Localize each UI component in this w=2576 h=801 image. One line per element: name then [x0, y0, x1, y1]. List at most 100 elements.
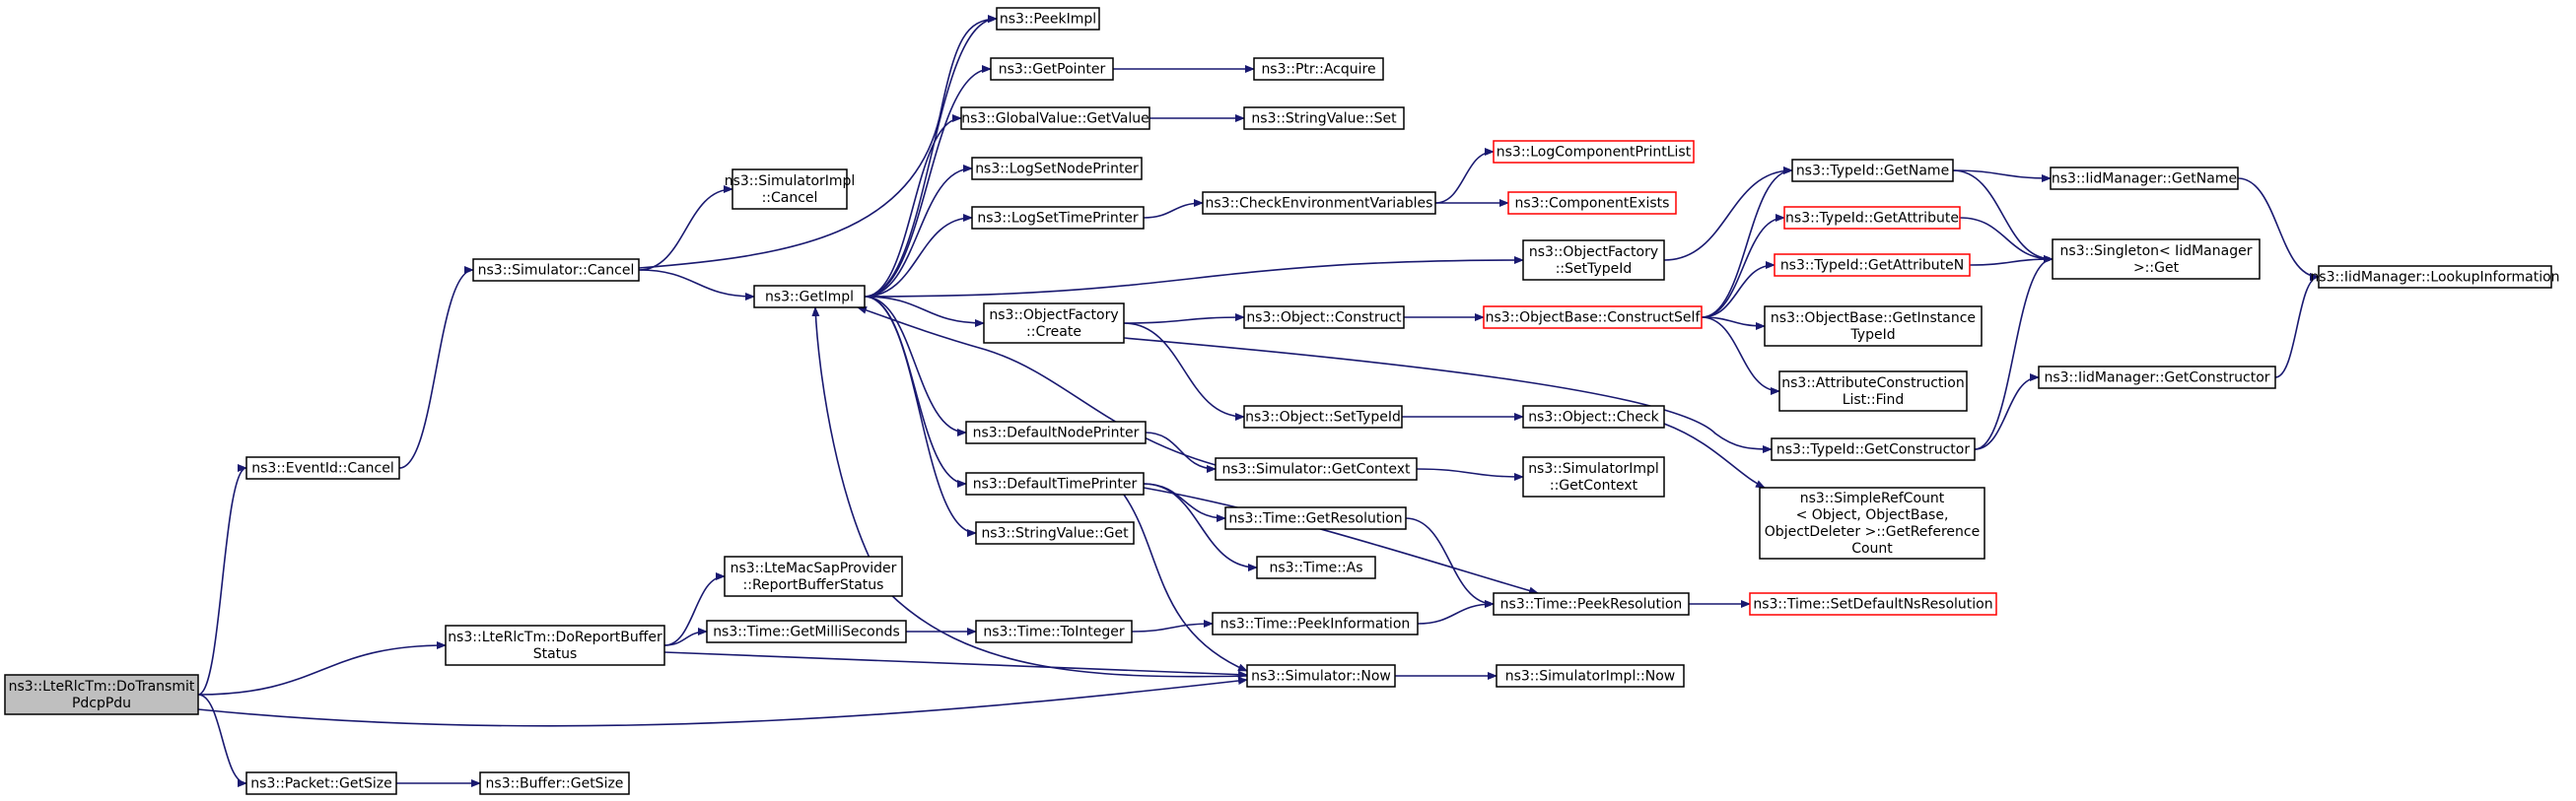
- node-simimpl-getcontext[interactable]: ns3::SimulatorImpl::GetContext: [1522, 456, 1665, 498]
- node-sv-set[interactable]: ns3::StringValue::Set: [1243, 106, 1405, 130]
- node-label: ns3::DefaultTimePrinter: [973, 477, 1138, 493]
- node-label: ns3::Buffer::GetSize: [486, 776, 624, 792]
- node-iidm-getconstructor[interactable]: ns3::IidManager::GetConstructor: [2038, 366, 2276, 389]
- node-iidm-lookupinfo[interactable]: ns3::IidManager::LookupInformation: [2310, 265, 2560, 289]
- node-getpointer[interactable]: ns3::GetPointer: [990, 57, 1114, 81]
- node-logcomp-printlist[interactable]: ns3::LogComponentPrintList: [1493, 140, 1695, 164]
- edge-deftimeprinter-to-time_getres: [1143, 483, 1226, 522]
- node-typeid-getname[interactable]: ns3::TypeId::GetName: [1791, 159, 1954, 182]
- node-sim-cancel[interactable]: ns3::Simulator::Cancel: [472, 258, 640, 282]
- edge-line: [1663, 423, 1766, 489]
- node-label: ns3::CheckEnvironmentVariables: [1206, 196, 1433, 212]
- edge-line: [2274, 273, 2320, 378]
- edge-getimpl-to-logtimeprinter: [864, 214, 973, 298]
- node-label: ns3::Time::SetDefaultNsResolution: [1753, 597, 1992, 613]
- node-label: ns3::ComponentExists: [1515, 196, 1670, 212]
- node-box: [724, 556, 903, 597]
- edge-dorbs-to-sim_now: [663, 651, 1248, 679]
- node-defnodeprinter[interactable]: ns3::DefaultNodePrinter: [965, 421, 1147, 444]
- edge-root-to-eventid_cancel: [197, 464, 247, 696]
- node-time-as[interactable]: ns3::Time::As: [1256, 556, 1376, 579]
- node-time-setdefns[interactable]: ns3::Time::SetDefaultNsResolution: [1749, 592, 1997, 616]
- node-typeid-getattrn[interactable]: ns3::TypeId::GetAttributeN: [1774, 253, 1971, 277]
- node-obj-settypeid[interactable]: ns3::Object::SetTypeId: [1243, 405, 1403, 429]
- edge-line: [1123, 322, 1245, 421]
- node-box: [1783, 206, 1961, 230]
- node-logtimeprinter[interactable]: ns3::LogSetTimePrinter: [971, 206, 1145, 230]
- node-sim-now[interactable]: ns3::Simulator::Now: [1246, 664, 1396, 688]
- node-box: [1771, 437, 1976, 461]
- edge-line: [864, 256, 1524, 298]
- node-simimpl-cancel[interactable]: ns3::SimulatorImpl::Cancel: [725, 168, 856, 210]
- node-lognodeprinter[interactable]: ns3::LogSetNodePrinter: [971, 157, 1143, 180]
- node-typeid-getattr[interactable]: ns3::TypeId::GetAttribute: [1783, 206, 1961, 230]
- node-label: ns3::EventId::Cancel: [251, 461, 394, 477]
- node-gv-getvalue[interactable]: ns3::GlobalValue::GetValue: [960, 106, 1150, 130]
- node-time-peekres[interactable]: ns3::Time::PeekResolution: [1493, 592, 1690, 616]
- node-time-peekinfo[interactable]: ns3::Time::PeekInformation: [1212, 612, 1419, 635]
- node-getimpl[interactable]: ns3::GetImpl: [753, 285, 866, 308]
- edge-time_getres-to-time_peekres: [1405, 517, 1495, 608]
- node-time-getms[interactable]: ns3::Time::GetMilliSeconds: [706, 620, 907, 643]
- edge-ob_constructself-to-typeid_getattrn: [1701, 261, 1775, 318]
- node-srefcount[interactable]: ns3::SimpleRefCount< Object, ObjectBase,…: [1759, 487, 1985, 560]
- edge-getimpl-to-defnodeprinter: [864, 296, 967, 436]
- node-label: ns3::SimulatorImpl: [1528, 461, 1659, 477]
- node-label: ns3::GetPointer: [999, 62, 1106, 78]
- node-sv-get[interactable]: ns3::StringValue::Get: [975, 521, 1135, 545]
- node-checkenv[interactable]: ns3::CheckEnvironmentVariables: [1202, 191, 1436, 215]
- node-of-create[interactable]: ns3::ObjectFactory::Create: [983, 302, 1125, 344]
- node-obj-check[interactable]: ns3::Object::Check: [1522, 405, 1665, 429]
- node-sim-getcontext[interactable]: ns3::Simulator::GetContext: [1215, 457, 1418, 481]
- node-simimpl-now[interactable]: ns3::SimulatorImpl::Now: [1496, 664, 1685, 688]
- node-box: [2050, 167, 2239, 190]
- node-box: [1749, 592, 1997, 616]
- node-peekimpl[interactable]: ns3::PeekImpl: [996, 7, 1100, 31]
- edge-getimpl-to-of_settypeid: [864, 256, 1524, 298]
- node-box: [1253, 57, 1384, 81]
- edge-obj_check-to-srefcount: [1663, 423, 1766, 489]
- node-compexists[interactable]: ns3::ComponentExists: [1507, 191, 1677, 215]
- edge-typeid_getattrn-to-singleton_get: [1969, 255, 2054, 266]
- edge-typeid_getconstructor-to-singleton_get: [1974, 255, 2054, 450]
- node-label: ns3::ObjectFactory: [989, 307, 1118, 323]
- node-lms-rbs[interactable]: ns3::LteMacSapProvider::ReportBufferStat…: [724, 556, 903, 597]
- node-iidm-getname[interactable]: ns3::IidManager::GetName: [2050, 167, 2239, 190]
- node-box: [1522, 239, 1665, 281]
- node-time-tointeger[interactable]: ns3::Time::ToInteger: [975, 620, 1133, 643]
- node-ob-constructself[interactable]: ns3::ObjectBase::ConstructSelf: [1483, 305, 1703, 329]
- node-packet-getsize[interactable]: ns3::Packet::GetSize: [245, 771, 397, 795]
- node-label: ns3::DefaultNodePrinter: [973, 426, 1140, 441]
- edge-line: [1143, 199, 1204, 219]
- node-label: ns3::SimpleRefCount: [1800, 491, 1945, 506]
- node-obj-construct[interactable]: ns3::Object::Construct: [1243, 305, 1405, 329]
- node-box: [965, 421, 1147, 444]
- node-label: ::GetContext: [1550, 478, 1638, 494]
- node-label: ns3::Simulator::GetContext: [1221, 462, 1411, 478]
- edge-sim_cancel-to-getimpl: [638, 269, 755, 300]
- node-deftimeprinter[interactable]: ns3::DefaultTimePrinter: [965, 472, 1145, 496]
- node-box: [1774, 253, 1971, 277]
- node-typeid-getconstructor[interactable]: ns3::TypeId::GetConstructor: [1771, 437, 1976, 461]
- node-label: ns3::Ptr::Acquire: [1261, 62, 1375, 78]
- edge-line: [864, 296, 985, 327]
- edge-line: [398, 266, 474, 469]
- edge-line: [2237, 177, 2320, 281]
- edge-time_peekinfo-to-time_peekres: [1417, 600, 1495, 625]
- node-label: ObjectDeleter >::GetReference: [1765, 524, 1980, 540]
- node-label: ns3::IidManager::GetName: [2052, 171, 2237, 187]
- node-buffer-getsize[interactable]: ns3::Buffer::GetSize: [479, 771, 630, 795]
- node-singleton-get[interactable]: ns3::Singleton< IidManager>::Get: [2052, 238, 2261, 280]
- node-ptr-acquire[interactable]: ns3::Ptr::Acquire: [1253, 57, 1384, 81]
- node-eventid-cancel[interactable]: ns3::EventId::Cancel: [245, 456, 400, 480]
- node-of-settypeid[interactable]: ns3::ObjectFactory::SetTypeId: [1522, 239, 1665, 281]
- node-time-getres[interactable]: ns3::Time::GetResolution: [1224, 506, 1407, 530]
- node-label: ns3::SimulatorImpl: [725, 173, 856, 189]
- node-label: ns3::SimulatorImpl::Now: [1505, 669, 1676, 685]
- edge-line: [197, 641, 447, 696]
- node-label: ns3::StringValue::Get: [981, 526, 1129, 542]
